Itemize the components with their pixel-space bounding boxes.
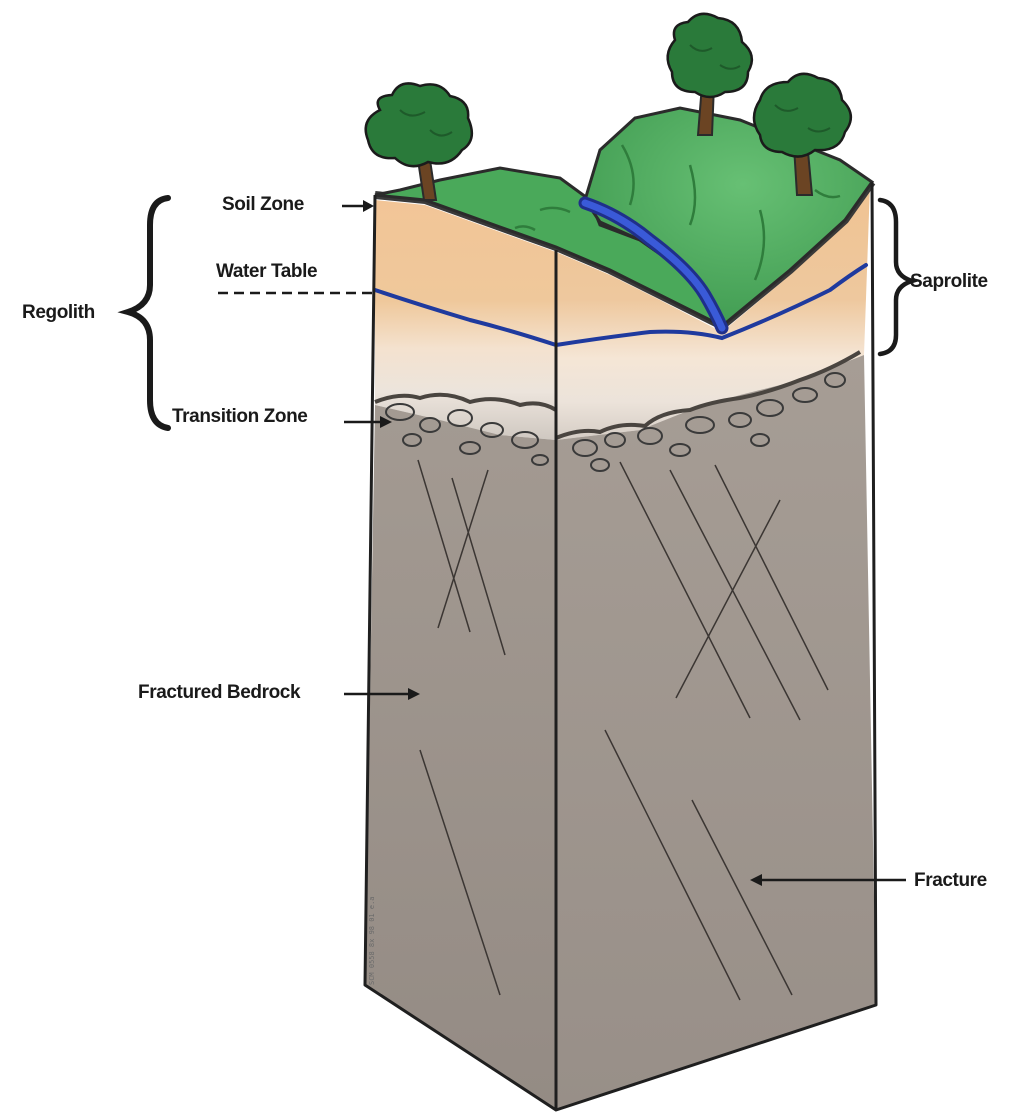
label-fractured-bedrock: Fractured Bedrock (138, 682, 301, 703)
label-water-table: Water Table (216, 261, 317, 282)
label-saprolite: Saprolite (910, 271, 988, 292)
soil-zone-arrow (342, 200, 374, 212)
label-soil-zone: Soil Zone (222, 194, 304, 215)
fine-print-id: SCM 0558 8x 98 01 e.a (368, 896, 376, 985)
label-regolith: Regolith (22, 302, 95, 323)
regolith-brace (128, 198, 168, 428)
label-transition-zone: Transition Zone (172, 406, 307, 427)
saprolite-brace (880, 200, 912, 354)
label-fracture: Fracture (914, 870, 987, 891)
